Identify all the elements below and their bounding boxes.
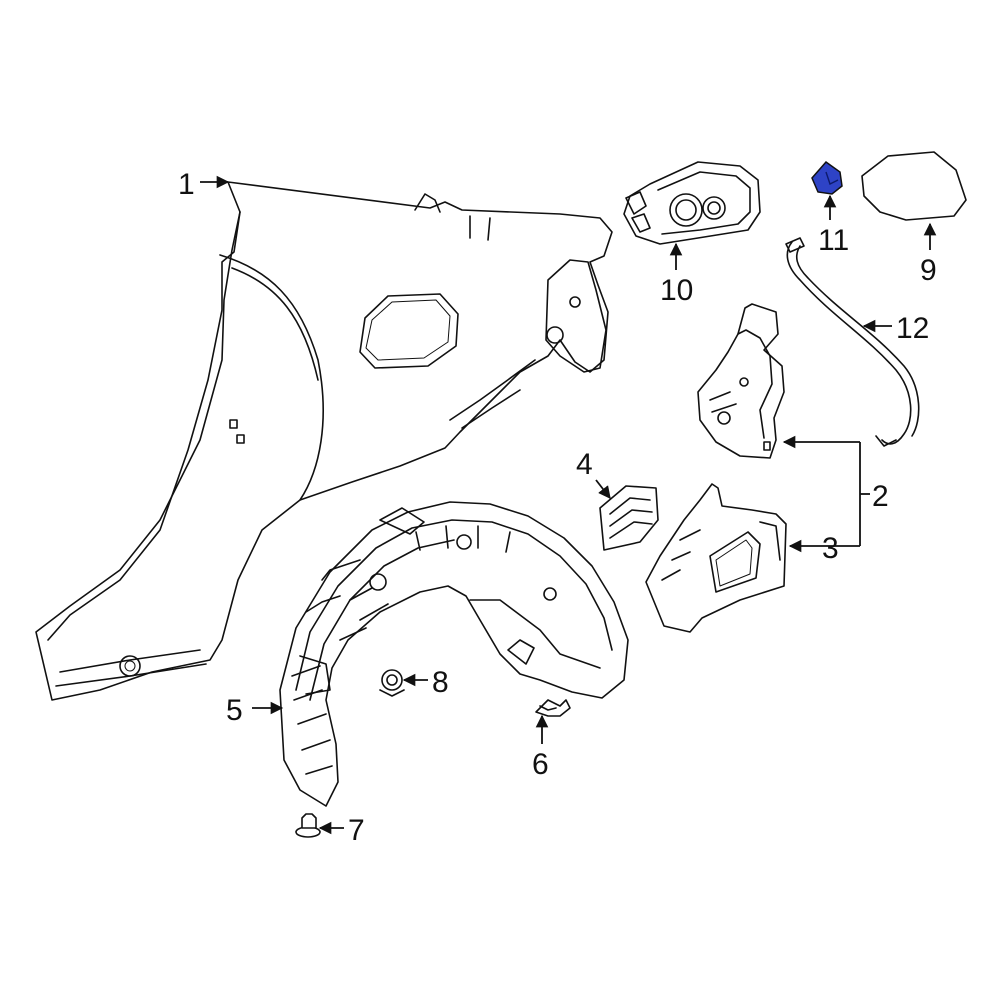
- push-pin-part[interactable]: [535, 699, 571, 717]
- callout-10-label: 10: [660, 274, 693, 307]
- fuel-filler-housing-part[interactable]: [623, 161, 761, 245]
- callout-8-label: 8: [432, 666, 449, 699]
- callout-5: 5: [226, 694, 284, 727]
- quarter-panel-part[interactable]: [35, 181, 613, 701]
- drain-hose-part[interactable]: [785, 237, 920, 447]
- callout-12-label: 12: [896, 312, 929, 345]
- callout-8: 8: [402, 666, 449, 699]
- vent-grille-part[interactable]: [599, 485, 659, 551]
- callout-12: 12: [862, 312, 929, 345]
- callout-6: 6: [532, 714, 549, 781]
- callout-9: 9: [920, 222, 937, 287]
- callout-7-label: 7: [348, 814, 365, 847]
- callout-11: 11: [818, 194, 849, 257]
- callout-11-label: 11: [818, 224, 849, 257]
- callout-3-label: 3: [822, 532, 839, 565]
- callout-1: 1: [178, 168, 230, 201]
- callout-6-label: 6: [532, 748, 549, 781]
- callout-4: 4: [576, 448, 611, 499]
- lower-inner-panel-part[interactable]: [645, 483, 787, 633]
- callout-2-3-bracket: [782, 435, 870, 553]
- upper-inner-bracket-part[interactable]: [697, 303, 785, 459]
- fuel-door-part[interactable]: [861, 151, 967, 221]
- callout-9-label: 9: [920, 254, 937, 287]
- highlighted-clip-part[interactable]: [811, 160, 843, 195]
- push-retainer-part[interactable]: [295, 813, 321, 838]
- wheel-house-liner-part[interactable]: [279, 501, 629, 807]
- callout-10: 10: [660, 242, 693, 307]
- callout-5-label: 5: [226, 694, 243, 727]
- callout-4-label: 4: [576, 448, 593, 481]
- callout-2-label: 2: [872, 480, 889, 513]
- callout-1-label: 1: [178, 168, 195, 201]
- callout-7: 7: [318, 814, 365, 847]
- nut-part[interactable]: [379, 669, 405, 697]
